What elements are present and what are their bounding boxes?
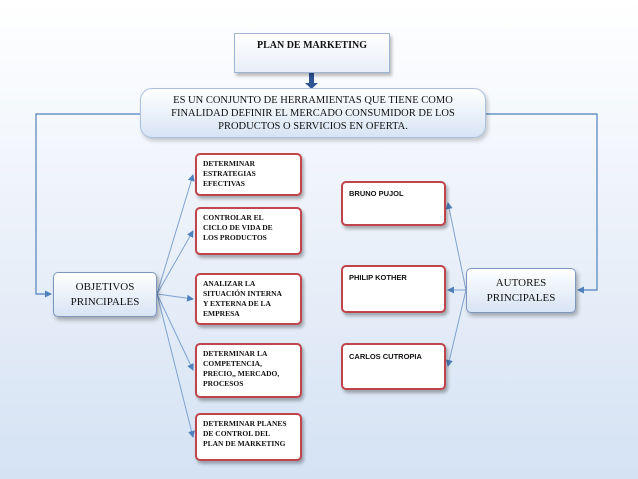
title-down-arrow-shaft <box>309 73 314 84</box>
objective-box-2: CONTROLAR EL CICLO DE VIDA DE LOS PRODUC… <box>195 207 302 255</box>
author-box-2: PHILIP KOTHER <box>341 265 446 313</box>
objectives-branch-1 <box>156 174 195 295</box>
title-text: PLAN DE MARKETING <box>256 40 367 51</box>
author-text-3: CARLOS CUTROPIA <box>349 352 422 361</box>
objective-text-5: DETERMINAR PLANES DE CONTROL DEL PLAN DE… <box>203 419 287 448</box>
objectives-branch-5 <box>156 293 195 438</box>
definition-box: ES UN CONJUNTO DE HERRAMIENTAS QUE TIENE… <box>140 88 486 138</box>
definition-to-authors-line <box>486 113 598 294</box>
authors-branch-1 <box>445 202 467 291</box>
objective-box-5: DETERMINAR PLANES DE CONTROL DEL PLAN DE… <box>195 413 302 461</box>
author-text-2: PHILIP KOTHER <box>349 273 407 282</box>
objectives-box: OBJETIVOS PRINCIPALES <box>53 272 157 317</box>
author-box-1: BRUNO PUJOL <box>341 181 446 226</box>
authors-box: AUTORES PRINCIPALES <box>466 268 576 313</box>
title-box: PLAN DE MARKETING <box>234 33 390 73</box>
objectives-branch-4 <box>156 293 194 371</box>
objectives-branch-2 <box>156 230 194 295</box>
objectives-label: OBJETIVOS PRINCIPALES <box>70 280 140 308</box>
objective-text-1: DETERMINAR ESTRATEGIAS EFECTIVAS <box>203 159 256 188</box>
author-text-1: BRUNO PUJOL <box>349 189 404 198</box>
authors-label: AUTORES PRINCIPALES <box>486 276 556 304</box>
objectives-branch-3 <box>156 293 194 302</box>
objective-text-4: DETERMINAR LA COMPETENCIA, PRECIO,, MERC… <box>203 349 280 388</box>
author-box-3: CARLOS CUTROPIA <box>341 343 446 390</box>
definition-text: ES UN CONJUNTO DE HERRAMIENTAS QUE TIENE… <box>171 94 455 132</box>
objective-box-3: ANALIZAR LA SITUACIÓN INTERNA Y EXTERNA … <box>195 273 302 325</box>
objective-box-4: DETERMINAR LA COMPETENCIA, PRECIO,, MERC… <box>195 343 302 398</box>
authors-branch-3 <box>445 289 467 367</box>
objective-text-2: CONTROLAR EL CICLO DE VIDA DE LOS PRODUC… <box>203 213 273 242</box>
objective-box-1: DETERMINAR ESTRATEGIAS EFECTIVAS <box>195 153 302 196</box>
definition-to-objectives-line <box>35 113 140 298</box>
objective-text-3: ANALIZAR LA SITUACIÓN INTERNA Y EXTERNA … <box>203 279 282 318</box>
